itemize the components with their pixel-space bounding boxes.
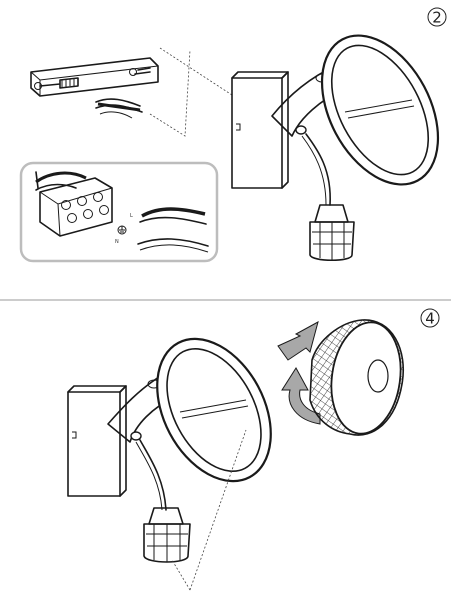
lampholder-bottom-icon — [143, 507, 191, 563]
step-2-number: 2 — [432, 9, 442, 27]
terminal-block-icon — [39, 177, 113, 237]
lamp-cable — [305, 133, 331, 206]
wall-plate-bottom — [67, 385, 127, 497]
lamp-ring-bottom — [156, 337, 272, 483]
lampholder-icon — [309, 204, 355, 262]
incoming-cable-icon — [137, 207, 209, 253]
lamp-cable-bottom — [139, 439, 167, 511]
step-4-badge: 4 — [420, 308, 440, 328]
lamp-ring — [320, 34, 440, 186]
wiring-inset: L N — [19, 161, 219, 263]
step-2-badge: 2 — [427, 7, 447, 27]
step-2-panel: 2 — [19, 7, 447, 263]
guide-line-bottom — [171, 429, 247, 591]
reflector-lamp-icon — [309, 319, 404, 436]
step-4-panel: 4 — [67, 308, 440, 591]
wire-label-neutral: N — [115, 239, 119, 245]
earth-symbol-icon — [117, 225, 127, 235]
push-arrow-icon — [277, 321, 319, 361]
mounting-bracket-icon — [30, 57, 159, 97]
supply-cable-icon — [95, 98, 143, 119]
wall-plate — [231, 71, 289, 189]
step-4-number: 4 — [425, 310, 435, 328]
wire-label-live: L — [130, 213, 133, 219]
guide-line-top — [149, 47, 233, 137]
